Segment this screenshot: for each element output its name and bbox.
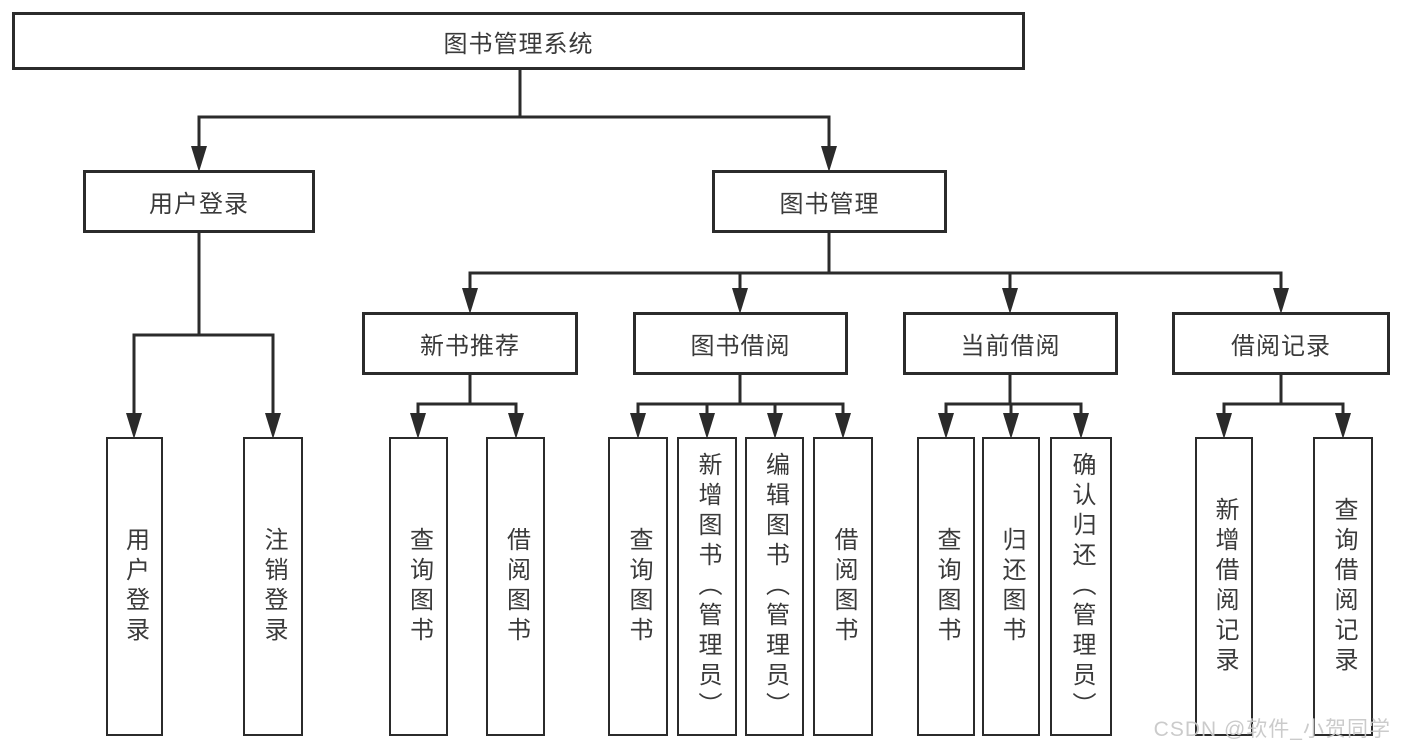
leaf-query-borrow-record: 查询借阅记录 bbox=[1313, 437, 1373, 736]
leaf-user-login-label: 用户登录 bbox=[121, 526, 149, 647]
arrowhead-icon bbox=[821, 146, 837, 172]
leaf-add-book-admin: 新增图书（管理员） bbox=[677, 437, 737, 736]
arrowhead-icon bbox=[1003, 413, 1019, 439]
leaf-borrow-books-borrowing-label: 借阅图书 bbox=[830, 526, 857, 647]
connector-path bbox=[132, 70, 1345, 415]
leaf-query-borrow-record-label: 查询借阅记录 bbox=[1330, 496, 1357, 677]
arrowhead-icon bbox=[1002, 288, 1018, 314]
arrowhead-icon bbox=[1216, 413, 1232, 439]
arrowhead-icon bbox=[1073, 413, 1089, 439]
leaf-return-books-label: 归还图书 bbox=[998, 526, 1025, 647]
node-current-borrowing: 当前借阅 bbox=[903, 312, 1118, 375]
leaf-query-books-recommend-label: 查询图书 bbox=[405, 526, 433, 647]
leaf-edit-book-admin-label: 编辑图书（管理员） bbox=[761, 451, 789, 722]
arrowhead-icon bbox=[191, 146, 207, 172]
arrowhead-icon bbox=[835, 413, 851, 439]
leaf-query-books-recommend: 查询图书 bbox=[389, 437, 448, 736]
node-new-book-recommend-label: 新书推荐 bbox=[420, 333, 520, 360]
leaf-logout: 注销登录 bbox=[243, 437, 303, 736]
node-borrowing-records: 借阅记录 bbox=[1172, 312, 1390, 375]
leaf-edit-book-admin: 编辑图书（管理员） bbox=[745, 437, 804, 736]
leaf-query-books-borrowing-label: 查询图书 bbox=[625, 526, 652, 647]
leaf-borrow-books-borrowing: 借阅图书 bbox=[813, 437, 873, 736]
node-root-label: 图书管理系统 bbox=[443, 30, 594, 58]
leaf-borrow-books-recommend-label: 借阅图书 bbox=[502, 526, 530, 647]
arrowhead-icon bbox=[508, 413, 524, 439]
leaf-user-login: 用户登录 bbox=[106, 437, 163, 736]
arrowhead-icon bbox=[938, 413, 954, 439]
leaf-query-books-current: 查询图书 bbox=[917, 437, 975, 736]
arrowhead-icon bbox=[126, 413, 142, 439]
arrowhead-icon bbox=[410, 413, 426, 439]
leaf-add-book-admin-label: 新增图书（管理员） bbox=[694, 451, 721, 722]
leaf-query-books-current-label: 查询图书 bbox=[933, 526, 960, 647]
arrowhead-icon bbox=[265, 413, 281, 439]
arrowhead-icon bbox=[462, 288, 478, 314]
node-book-management: 图书管理 bbox=[712, 170, 947, 233]
node-user-login: 用户登录 bbox=[83, 170, 315, 233]
node-book-management-label: 图书管理 bbox=[779, 191, 880, 218]
leaf-query-books-borrowing: 查询图书 bbox=[608, 437, 668, 736]
leaf-add-borrow-record: 新增借阅记录 bbox=[1195, 437, 1253, 736]
arrowhead-icon bbox=[699, 413, 715, 439]
node-borrowing-records-label: 借阅记录 bbox=[1231, 333, 1331, 360]
arrowhead-icon bbox=[732, 288, 748, 314]
node-root: 图书管理系统 bbox=[12, 12, 1025, 70]
leaf-confirm-return-admin-label: 确认归还（管理员） bbox=[1068, 451, 1095, 722]
node-current-borrowing-label: 当前借阅 bbox=[960, 333, 1061, 360]
leaf-logout-label: 注销登录 bbox=[260, 526, 287, 647]
leaf-borrow-books-recommend: 借阅图书 bbox=[486, 437, 545, 736]
arrowhead-icon bbox=[767, 413, 783, 439]
arrowhead-icon bbox=[1335, 413, 1351, 439]
arrowhead-icon bbox=[630, 413, 646, 439]
node-user-login-label: 用户登录 bbox=[149, 191, 249, 218]
node-book-borrowing-label: 图书借阅 bbox=[690, 333, 791, 360]
leaf-confirm-return-admin: 确认归还（管理员） bbox=[1050, 437, 1112, 736]
leaf-return-books: 归还图书 bbox=[982, 437, 1040, 736]
leaf-add-borrow-record-label: 新增借阅记录 bbox=[1211, 496, 1238, 677]
node-book-borrowing: 图书借阅 bbox=[633, 312, 848, 375]
node-new-book-recommend: 新书推荐 bbox=[362, 312, 578, 375]
watermark: CSDN @软件_小贺同学 bbox=[1153, 718, 1391, 741]
arrowhead-icon bbox=[1273, 288, 1289, 314]
